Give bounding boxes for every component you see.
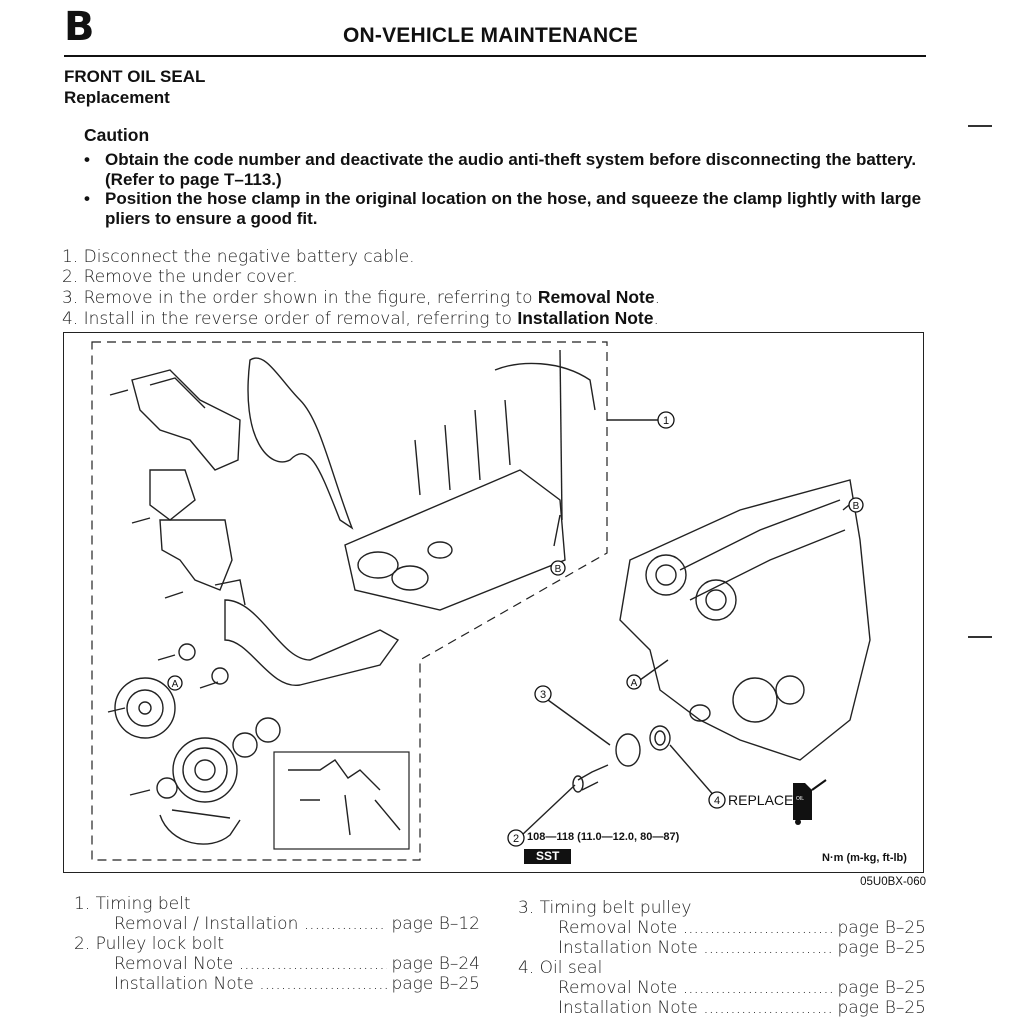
step-1: 1. Disconnect the negative battery cable… [62, 247, 415, 267]
ref-row: 1. Timing belt [74, 894, 191, 914]
unit-note: N·m (m-kg, ft-lb) [822, 852, 907, 864]
ref-page: page B–24 [387, 954, 480, 974]
section-title: FRONT OIL SEAL [64, 67, 206, 86]
replace-label: REPLACE [728, 792, 794, 808]
oil-can-icon [793, 779, 827, 825]
caution-text: Obtain the code number and deactivate th… [105, 150, 917, 189]
timing-belt-shape [247, 357, 354, 530]
callout-4 [708, 791, 726, 809]
callout-a1 [167, 675, 183, 691]
ref-page: page B–25 [833, 938, 926, 958]
callout-b2 [848, 497, 864, 513]
svg-text:1: 1 [663, 415, 669, 427]
upper-cover-shape [131, 369, 241, 471]
header-rule [64, 55, 926, 57]
caution-heading: Caution [84, 125, 150, 145]
ref-row: 2. Pulley lock bolt [74, 934, 225, 954]
ref-row: 3. Timing belt pulley [518, 898, 692, 918]
procedure-steps: 1. Disconnect the negative battery cable… [62, 247, 660, 329]
step-3: 3. Remove in the order shown in the figu… [62, 287, 661, 308]
head-cover-shape [344, 469, 566, 611]
callout-1 [657, 411, 675, 429]
section-letter: B [64, 4, 95, 50]
installation-note-ref: Installation Note [517, 308, 654, 328]
figure-code: 05U0BX-060 [860, 876, 926, 888]
removal-note-ref: Removal Note [537, 287, 655, 307]
ref-page: page B–25 [387, 974, 480, 994]
section-subtitle: Replacement [64, 88, 170, 107]
caution-bullet: • Obtain the code number and deactivate … [84, 150, 929, 190]
callout-3 [534, 685, 552, 703]
section-heading: FRONT OIL SEAL Replacement [64, 66, 205, 108]
cam-sprocket-shape [645, 554, 687, 596]
svg-text:A: A [631, 678, 638, 689]
bullet-icon: • [84, 150, 90, 169]
svg-text:A: A [172, 679, 179, 690]
exploded-view-figure [63, 332, 924, 873]
page-title: ON-VEHICLE MAINTENANCE [343, 24, 638, 47]
svg-text:3: 3 [540, 689, 546, 701]
caution-text: Position the hose clamp in the original … [105, 189, 922, 228]
ref-page: page B–25 [833, 918, 926, 938]
callout-2 [507, 829, 525, 847]
margin-mark [968, 125, 992, 127]
oil-seal-shape [649, 725, 671, 751]
step-4: 4. Install in the reverse order of remov… [62, 308, 659, 329]
bullet-icon: • [84, 189, 90, 208]
torque-spec: 108—118 (11.0—12.0, 80—87) [527, 831, 680, 843]
crank-pulley-shape [114, 677, 176, 739]
timing-belt-pulley-shape [615, 733, 641, 767]
callout-a2 [626, 674, 642, 690]
step-2: 2. Remove the under cover. [62, 267, 298, 287]
svg-text:2: 2 [513, 833, 519, 845]
margin-mark [968, 636, 992, 638]
ref-page: page B–25 [833, 978, 926, 998]
svg-text:B: B [853, 501, 860, 512]
ref-page: page B–12 [387, 914, 480, 934]
sst-badge: SST [524, 849, 572, 864]
engine-block-shape [619, 479, 871, 761]
callout-b1 [550, 560, 566, 576]
ref-row: 4. Oil seal [518, 958, 603, 978]
oil-label: OIL [796, 796, 804, 802]
caution-bullet: • Position the hose clamp in the origina… [84, 189, 929, 229]
svg-text:4: 4 [714, 795, 720, 807]
svg-text:B: B [555, 564, 562, 575]
ref-page: page B–25 [833, 998, 926, 1018]
intake-pipe-shape [224, 599, 400, 686]
